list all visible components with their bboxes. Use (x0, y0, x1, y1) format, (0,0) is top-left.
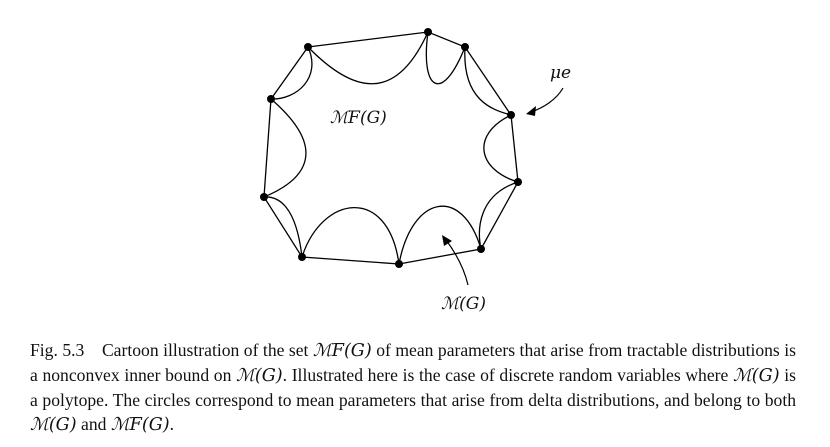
figure-caption: Fig. 5.3 Cartoon illustration of the set… (30, 338, 796, 437)
inner-set-label: ℳF(G) (330, 108, 387, 128)
caption-text: of mean parameters that arise from tract… (30, 340, 796, 385)
caption-symbol: ℳ(G) (732, 366, 780, 386)
caption-text: and (76, 414, 111, 434)
caption-symbol: ℳF(G) (312, 341, 372, 361)
polytope-figure: ℳF(G) ℳ(G) μe (260, 28, 571, 314)
vertex-dot (507, 111, 515, 119)
mu-e-label: μe (550, 63, 571, 83)
vertex-group (260, 28, 522, 268)
vertex-dot (267, 95, 275, 103)
vertex-dot (395, 260, 403, 268)
mu-e-arrow (530, 87, 564, 113)
caption-text: . (169, 414, 175, 434)
outer-set-arrow (445, 239, 469, 286)
vertex-dot (424, 28, 432, 36)
caption-symbol: ℳ(G) (236, 366, 283, 386)
caption-text: is a polytope. The circles correspond to… (30, 365, 796, 410)
vertex-dot (461, 43, 469, 51)
vertex-dot (477, 245, 485, 253)
inner-set-boundary (263, 31, 521, 265)
vertex-dot (260, 193, 268, 201)
vertex-dot (298, 253, 306, 261)
mu-e-arrowhead (526, 106, 536, 116)
outer-set-label: ℳ(G) (441, 294, 486, 314)
caption-symbol: ℳ(G) (30, 415, 77, 435)
caption-fig-label: Fig. 5.3 (30, 340, 85, 360)
vertex-dot (304, 43, 312, 51)
caption-symbol: ℳF(G) (110, 415, 170, 435)
caption-text: Cartoon illustration of the set (101, 340, 313, 360)
outer-set-arrowhead (442, 235, 452, 246)
caption-text: . Illustrated here is the case of discre… (282, 365, 733, 385)
vertex-dot (514, 178, 522, 186)
